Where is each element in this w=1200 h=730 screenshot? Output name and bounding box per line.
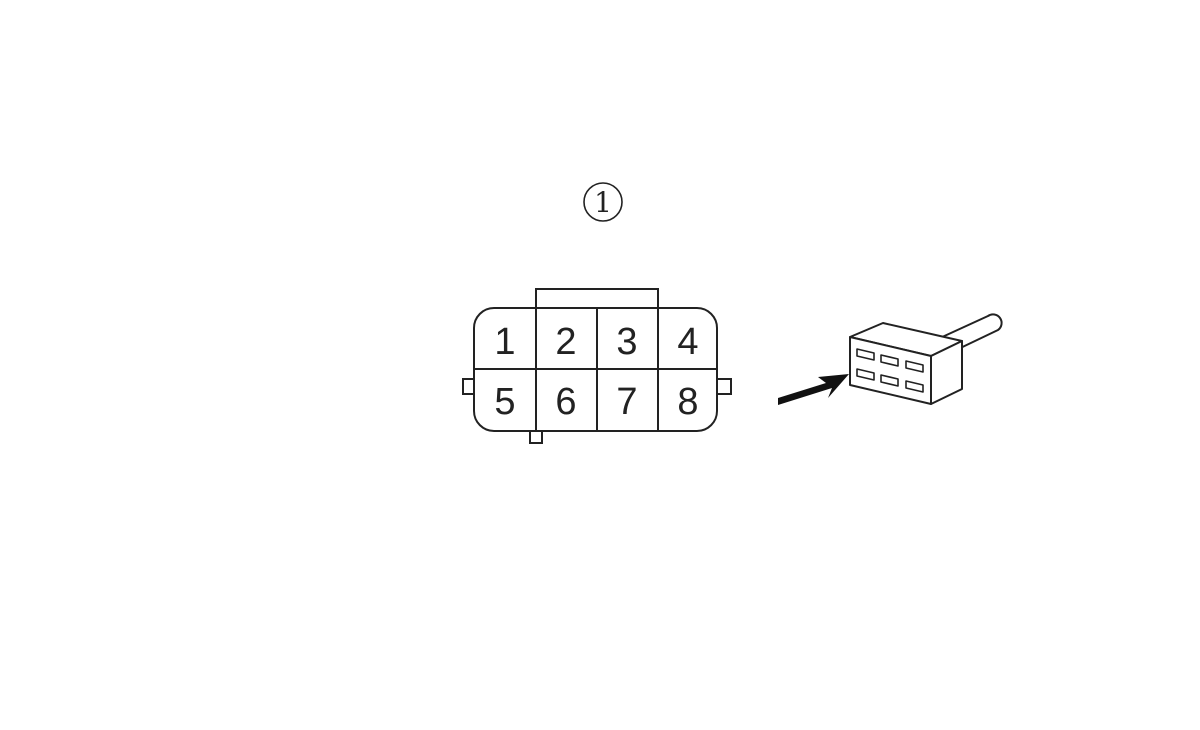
pin-label: 7 bbox=[616, 381, 637, 423]
arrow-icon bbox=[778, 374, 849, 405]
callout-number: 1 bbox=[594, 186, 612, 219]
pin-labels: 1 2 3 4 5 6 7 8 bbox=[494, 321, 698, 423]
callout-circle bbox=[583, 182, 623, 222]
pin-label: 1 bbox=[494, 321, 515, 363]
pin-label: 2 bbox=[555, 321, 576, 363]
pin-label: 5 bbox=[494, 381, 515, 423]
arrow-shape bbox=[778, 374, 849, 405]
connector-face bbox=[462, 288, 732, 444]
connector-right-latch bbox=[717, 378, 732, 395]
pin-label: 6 bbox=[555, 381, 576, 423]
connector-top-tab bbox=[535, 288, 659, 308]
connector-left-latch bbox=[462, 378, 474, 395]
pin-label: 4 bbox=[677, 321, 698, 363]
pin-label: 3 bbox=[616, 321, 637, 363]
callout-marker: 1 bbox=[583, 182, 623, 222]
connector-plug-icon bbox=[849, 313, 1003, 405]
connector-bottom-key bbox=[529, 431, 543, 444]
plug-cavities bbox=[856, 348, 924, 393]
pin-label: 8 bbox=[677, 381, 698, 423]
